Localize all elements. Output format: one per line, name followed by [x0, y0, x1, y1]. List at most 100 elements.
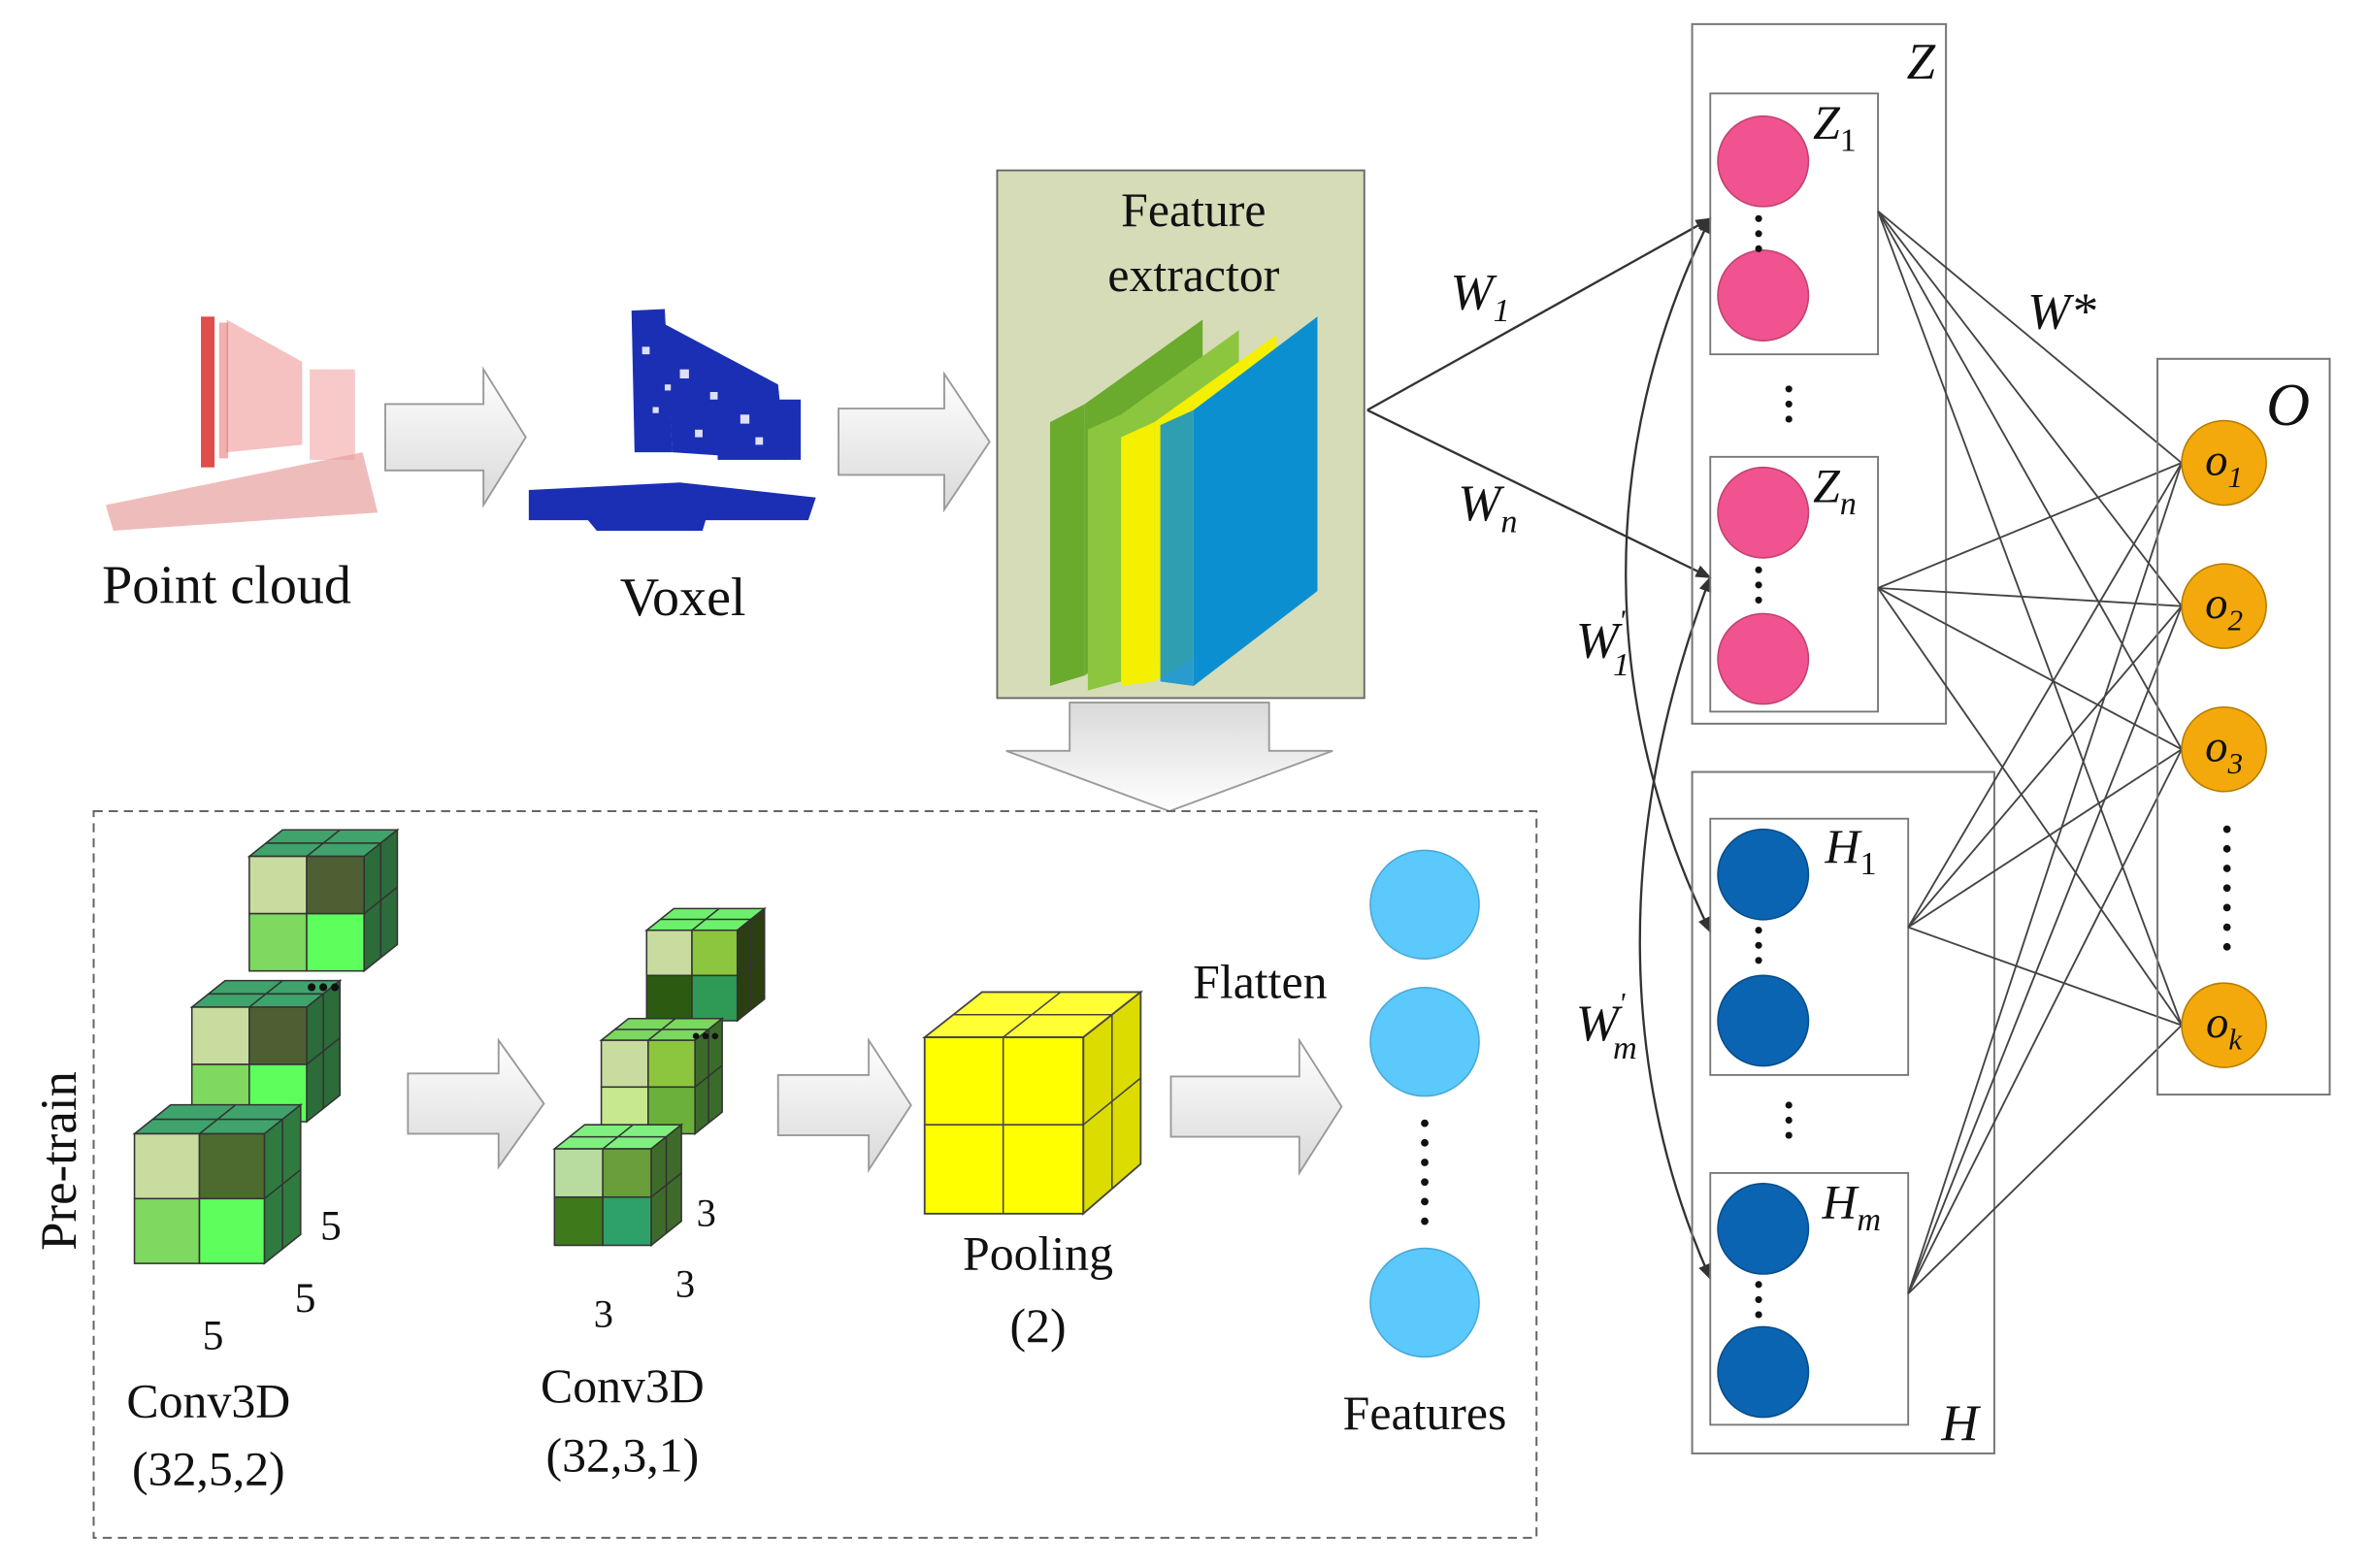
z-layer-box: [1691, 22, 1948, 725]
o-node-3-label: o3: [2205, 722, 2243, 780]
output-connections: [1877, 210, 2183, 1294]
conv2-cube-front: [552, 1123, 684, 1248]
feature-extractor-title-2: extractor: [1107, 248, 1279, 302]
z1-label: Z1: [1813, 96, 1857, 158]
w1-label: W1: [1450, 265, 1509, 329]
w1-connection: [1366, 217, 1712, 411]
conv2-dim-2: 3: [675, 1261, 695, 1305]
wm-prime-label: W'm: [1576, 986, 1637, 1066]
conv1-label: Conv3D: [126, 1375, 290, 1428]
connection-0-3: [1877, 211, 2183, 1026]
conv2-dim-3: 3: [594, 1291, 613, 1335]
o-layer-box: [2156, 357, 2331, 1096]
h1-label: H1: [1825, 820, 1877, 882]
wn-connection: [1366, 408, 1712, 579]
connection-1-2: [1877, 587, 2183, 751]
o-node-2: [2181, 563, 2267, 649]
connection-3-3: [1907, 1024, 2183, 1294]
conv2-cube-back: [644, 906, 767, 1023]
z1-top-node: [1717, 114, 1810, 208]
connection-3-1: [1907, 605, 2183, 1294]
flatten-label: Flatten: [1193, 956, 1327, 1009]
o-node-1-label: o1: [2205, 436, 2243, 494]
wm-prime-connection: [1638, 575, 1712, 1281]
flow-arrow-3: [407, 1037, 545, 1170]
conv2-label: Conv3D: [541, 1359, 705, 1413]
w1-prime-label: W'1: [1576, 604, 1629, 684]
conv1-cube-front: [132, 1103, 304, 1265]
flow-arrow-2: [838, 371, 991, 513]
conv2-dots: •••: [691, 1022, 719, 1052]
voxel-image: [528, 309, 816, 531]
h1-bottom-node: [1717, 974, 1810, 1067]
wn-label: Wn: [1458, 475, 1517, 539]
o-node-2-label: o2: [2205, 578, 2243, 637]
h1-group-box: [1709, 817, 1910, 1076]
o-ellipsis: [2222, 825, 2231, 951]
conv1-dim-1: 5: [320, 1202, 342, 1249]
connection-2-1: [1907, 605, 2183, 929]
feature-extractor-title-1: Feature: [1121, 183, 1266, 237]
w-star-label: W*: [2027, 284, 2096, 341]
feature-node-2: [1369, 986, 1480, 1097]
connection-0-0: [1877, 210, 2183, 464]
pretrain-side-label: Pre-train: [31, 1071, 87, 1251]
connection-1-1: [1877, 587, 2183, 607]
conv1-dots: •••: [306, 970, 341, 1006]
pretrain-down-arrow: [1005, 702, 1333, 812]
features-label: Features: [1343, 1387, 1507, 1440]
z1-bottom-node: [1717, 249, 1810, 342]
zn-label: Zn: [1813, 459, 1857, 521]
conv1-cube-back: [247, 828, 400, 973]
flatten-arrow: [1169, 1036, 1343, 1177]
o-node-k: [2181, 982, 2267, 1068]
connection-1-3: [1877, 587, 2183, 1027]
conv1-dim-3: 5: [203, 1313, 224, 1359]
z1-group-box: [1709, 92, 1879, 356]
feature-plane-4: [1160, 409, 1194, 686]
connection-2-2: [1907, 748, 2183, 929]
o-layer-title: O: [2266, 373, 2310, 439]
hm-top-node: [1717, 1182, 1810, 1275]
connection-2-3: [1907, 926, 2183, 1027]
zn-group-box: [1709, 455, 1879, 713]
pooling-params: (2): [1009, 1299, 1066, 1353]
connection-3-0: [1907, 462, 2183, 1294]
flow-arrow-1: [384, 366, 527, 508]
features-ellipsis: [1421, 1119, 1429, 1225]
feature-plane-4-face: [1193, 316, 1318, 686]
connection-0-1: [1877, 210, 2183, 607]
feature-plane-3: [1121, 422, 1155, 686]
connection-0-2: [1877, 211, 2183, 750]
z-layer-title: Z: [1907, 34, 1936, 90]
conv2-params: (32,3,1): [546, 1429, 700, 1483]
pooling-label: Pooling: [963, 1226, 1113, 1280]
feature-node-3: [1369, 1247, 1480, 1358]
zn-top-node: [1717, 466, 1810, 559]
hm-bottom-node: [1717, 1325, 1810, 1419]
connection-3-2: [1907, 748, 2183, 1294]
conv2-dim-1: 3: [697, 1191, 716, 1234]
point-cloud-image: [105, 316, 378, 531]
w1-prime-connection: [1625, 216, 1712, 933]
conv1-cube-stack: [132, 828, 400, 1265]
zn-bottom-node: [1717, 612, 1810, 705]
conv2-cube-stack: [552, 906, 767, 1248]
feature-node-1: [1369, 849, 1480, 961]
feature-plane-2: [1087, 414, 1122, 691]
hm-label: Hm: [1821, 1176, 1881, 1238]
h-layer-title: H: [1940, 1395, 1981, 1452]
conv1-params: (32,5,2): [132, 1443, 285, 1496]
flow-arrow-4: [776, 1037, 912, 1173]
hm-group-box: [1709, 1171, 1910, 1426]
o-node-3: [2181, 705, 2267, 793]
feature-plane-1: [1049, 404, 1085, 686]
conv2-cube-middle: [599, 1017, 725, 1136]
point-cloud-label: Point cloud: [102, 556, 351, 616]
voxel-label: Voxel: [620, 568, 746, 628]
pretrain-box: [92, 809, 1538, 1539]
pooling-cube: [922, 990, 1144, 1216]
conv1-dim-2: 5: [295, 1275, 316, 1322]
